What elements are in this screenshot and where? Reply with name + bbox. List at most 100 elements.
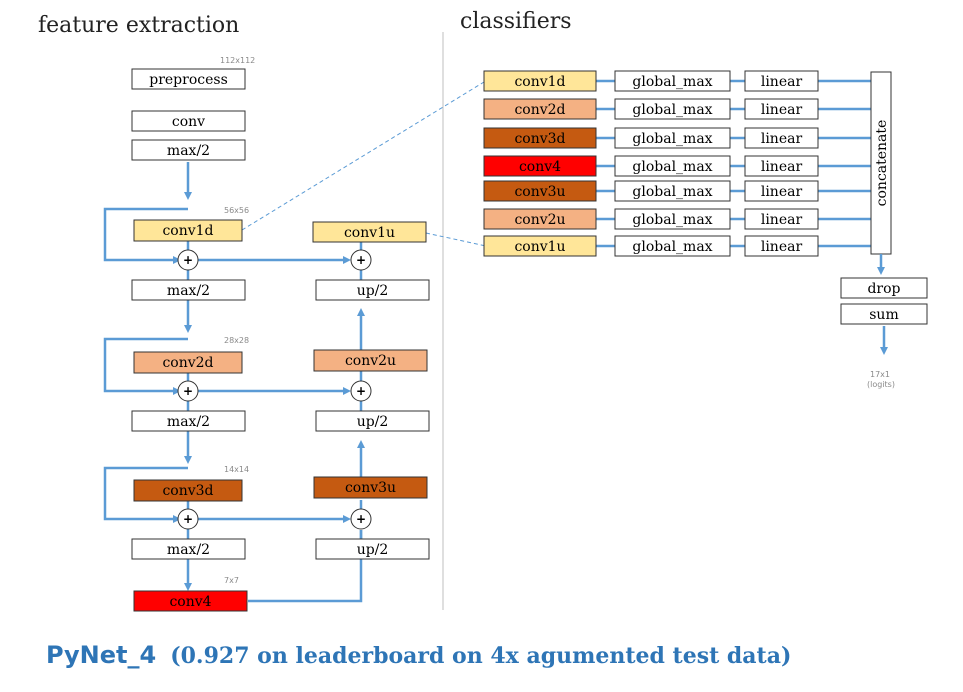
logits-size: 17x1 <box>870 370 890 379</box>
conv1d-label: conv1d <box>162 223 213 239</box>
maxpool-block-2: max/2 <box>131 279 246 301</box>
caption-model: PyNet_4 <box>46 641 156 669</box>
linear-label: linear <box>761 131 803 147</box>
linear-box <box>744 180 819 202</box>
global-max-label: global_max <box>632 212 712 228</box>
linear-box <box>744 98 819 120</box>
drop-block: drop <box>840 277 928 299</box>
maxpool-block-3: max/2 <box>131 410 246 432</box>
conv3d-block: conv3d <box>133 479 243 502</box>
classifier-feature-label: conv3u <box>514 184 565 200</box>
upsample-label: up/2 <box>357 542 389 558</box>
classifier-feature-label: conv2u <box>514 212 565 228</box>
add-node-3u: + <box>350 508 372 530</box>
classifier-feature-box <box>483 208 597 230</box>
conv2u-label: conv2u <box>345 353 396 369</box>
plus-label: + <box>183 512 193 526</box>
caption-rest: (0.927 on leaderboard on 4x agumented te… <box>170 643 791 669</box>
conv3u-block: conv3u <box>313 476 428 499</box>
conv4-block: conv4 <box>133 590 248 612</box>
caption: PyNet_4 (0.927 on leaderboard on 4x agum… <box>46 641 791 669</box>
linear-box <box>744 127 819 149</box>
concatenate-block: concatenate <box>870 71 892 255</box>
classifier-feature-label: conv3d <box>514 131 565 147</box>
linear-box <box>744 155 819 177</box>
global-max-label: global_max <box>632 131 712 147</box>
size-112: 112x112 <box>220 56 255 65</box>
plus-label: + <box>356 512 366 526</box>
conv3d-label: conv3d <box>162 483 213 499</box>
global-max-box <box>614 127 731 149</box>
upsample-block-1: up/2 <box>315 279 430 301</box>
global-max-label: global_max <box>632 184 712 200</box>
size-14: 14x14 <box>224 465 249 474</box>
classifier-feature-box <box>483 180 597 202</box>
global-max-label: global_max <box>632 159 712 175</box>
upsample-block-2: up/2 <box>315 410 430 432</box>
classifier-row-conv1d: conv1d global_max linear <box>483 70 871 92</box>
size-56: 56x56 <box>224 206 249 215</box>
conv2d-label: conv2d <box>162 355 213 371</box>
linear-label: linear <box>761 74 803 90</box>
classifier-feature-box <box>483 70 597 92</box>
sum-label: sum <box>869 307 898 323</box>
concatenate-label: concatenate <box>874 120 890 207</box>
global-max-box <box>614 180 731 202</box>
logits-label: (logits) <box>867 380 895 389</box>
feature-extraction-title: feature extraction <box>38 13 239 38</box>
conv2u-block: conv2u <box>313 349 428 372</box>
upsample-label: up/2 <box>357 283 389 299</box>
linear-label: linear <box>761 102 803 118</box>
maxpool-label: max/2 <box>167 283 210 299</box>
plus-label: + <box>183 384 193 398</box>
conv4-label: conv4 <box>169 594 211 610</box>
maxpool-block-4: max/2 <box>131 538 246 560</box>
classifier-feature-label: conv4 <box>519 159 561 175</box>
classifier-row-conv1u: conv1u global_max linear <box>483 235 871 257</box>
maxpool-label: max/2 <box>167 143 210 159</box>
classifier-row-conv2u: conv2u global_max linear <box>483 208 871 230</box>
classifier-row-conv3d: conv3d global_max linear <box>483 127 871 149</box>
add-node-3d: + <box>177 508 199 530</box>
conv1d-block: conv1d <box>133 219 243 242</box>
conv1u-block: conv1u <box>312 221 427 243</box>
conv2d-block: conv2d <box>133 351 243 374</box>
sum-block: sum <box>840 303 928 325</box>
classifier-feature-box <box>483 98 597 120</box>
maxpool-label: max/2 <box>167 414 210 430</box>
preprocess-label: preprocess <box>149 72 228 88</box>
add-node-1u: + <box>350 249 372 271</box>
plus-label: + <box>356 253 366 267</box>
maxpool-label: max/2 <box>167 542 210 558</box>
dashed-connector-conv1u <box>425 232 487 247</box>
global-max-box <box>614 155 731 177</box>
preprocess-block: preprocess <box>131 68 246 90</box>
upsample-block-3: up/2 <box>315 538 430 560</box>
global-max-box <box>614 98 731 120</box>
linear-box <box>744 70 819 92</box>
classifier-feature-label: conv1u <box>514 239 565 255</box>
global-max-label: global_max <box>632 74 712 90</box>
conv-block: conv <box>131 110 246 132</box>
classifier-feature-box <box>483 127 597 149</box>
size-7: 7x7 <box>224 576 239 585</box>
upsample-label: up/2 <box>357 414 389 430</box>
global-max-box <box>614 235 731 257</box>
global-max-label: global_max <box>632 239 712 255</box>
global-max-box <box>614 70 731 92</box>
linear-label: linear <box>761 239 803 255</box>
conv3u-label: conv3u <box>345 480 396 496</box>
linear-box <box>744 235 819 257</box>
linear-label: linear <box>761 212 803 228</box>
classifier-feature-box <box>483 235 597 257</box>
classifiers-title: classifiers <box>460 9 572 34</box>
global-max-box <box>614 208 731 230</box>
maxpool-block-1: max/2 <box>131 139 246 161</box>
drop-label: drop <box>867 281 900 297</box>
add-node-1d: + <box>177 249 199 271</box>
classifier-feature-label: conv1d <box>514 74 565 90</box>
